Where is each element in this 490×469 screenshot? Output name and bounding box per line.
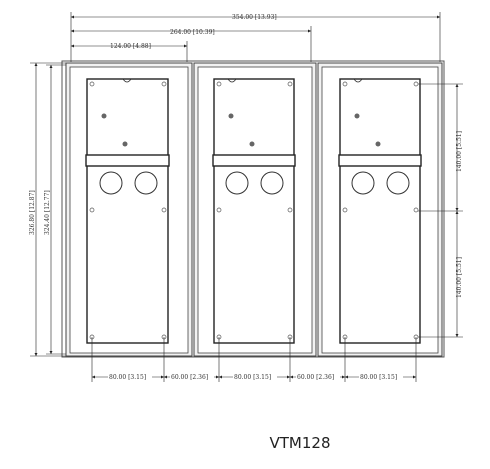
outer-frame <box>61 60 445 358</box>
dim-overall-width <box>70 12 441 62</box>
dim-two-module-width-label: 264.00 [10.39] <box>170 29 215 36</box>
module-1-divider-band <box>85 154 170 167</box>
model-label: VTM128 <box>269 434 331 452</box>
dim-hole-spacing-3-label: 80.00 [3.15] <box>360 374 397 381</box>
module-2-screw-b <box>249 141 255 147</box>
dim-gap-spacing-2-label: 60.00 [2.36] <box>297 374 334 381</box>
module-3-knockout-right <box>386 171 410 195</box>
dim-outer-height-label: 326.80 [12.87] <box>29 190 36 235</box>
dim-hole-spacing-2-label: 80.00 [3.15] <box>234 374 271 381</box>
dim-right-vertical <box>418 83 463 338</box>
module-2-panel <box>213 78 295 344</box>
module-1-screw-b <box>122 141 128 147</box>
module-2-knockout-left <box>225 171 249 195</box>
dim-one-module-width <box>71 41 188 62</box>
dim-lower-spacing-label: 140.00 [5.51] <box>456 257 463 298</box>
module-2-divider-band <box>212 154 296 167</box>
module-1-knockout-left <box>99 171 123 195</box>
module-2-knockout-right <box>260 171 284 195</box>
module-3-screw-a <box>354 113 360 119</box>
module-2 <box>193 62 317 357</box>
dim-two-module-width <box>71 26 312 62</box>
dim-inner-height-label: 324.40 [12.77] <box>44 190 51 235</box>
dim-outer-height <box>30 62 66 357</box>
module-3-screw-b <box>375 141 381 147</box>
module-3 <box>317 62 443 357</box>
module-3-panel <box>339 78 421 344</box>
dim-overall-width-label: 354.00 [13.93] <box>232 14 277 21</box>
module-1-knockout-right <box>134 171 158 195</box>
dim-upper-spacing-label: 140.00 [5.51] <box>456 131 463 172</box>
dim-one-module-width-label: 124.00 [4.88] <box>110 43 151 50</box>
dim-hole-spacing-1-label: 80.00 [3.15] <box>109 374 146 381</box>
dim-gap-spacing-1-label: 60.00 [2.36] <box>171 374 208 381</box>
module-1-screw-a <box>101 113 107 119</box>
module-1 <box>65 62 193 357</box>
module-3-knockout-left <box>351 171 375 195</box>
dim-inner-height <box>46 64 66 355</box>
module-3-divider-band <box>338 154 422 167</box>
module-2-screw-a <box>228 113 234 119</box>
module-1-panel <box>86 78 169 344</box>
